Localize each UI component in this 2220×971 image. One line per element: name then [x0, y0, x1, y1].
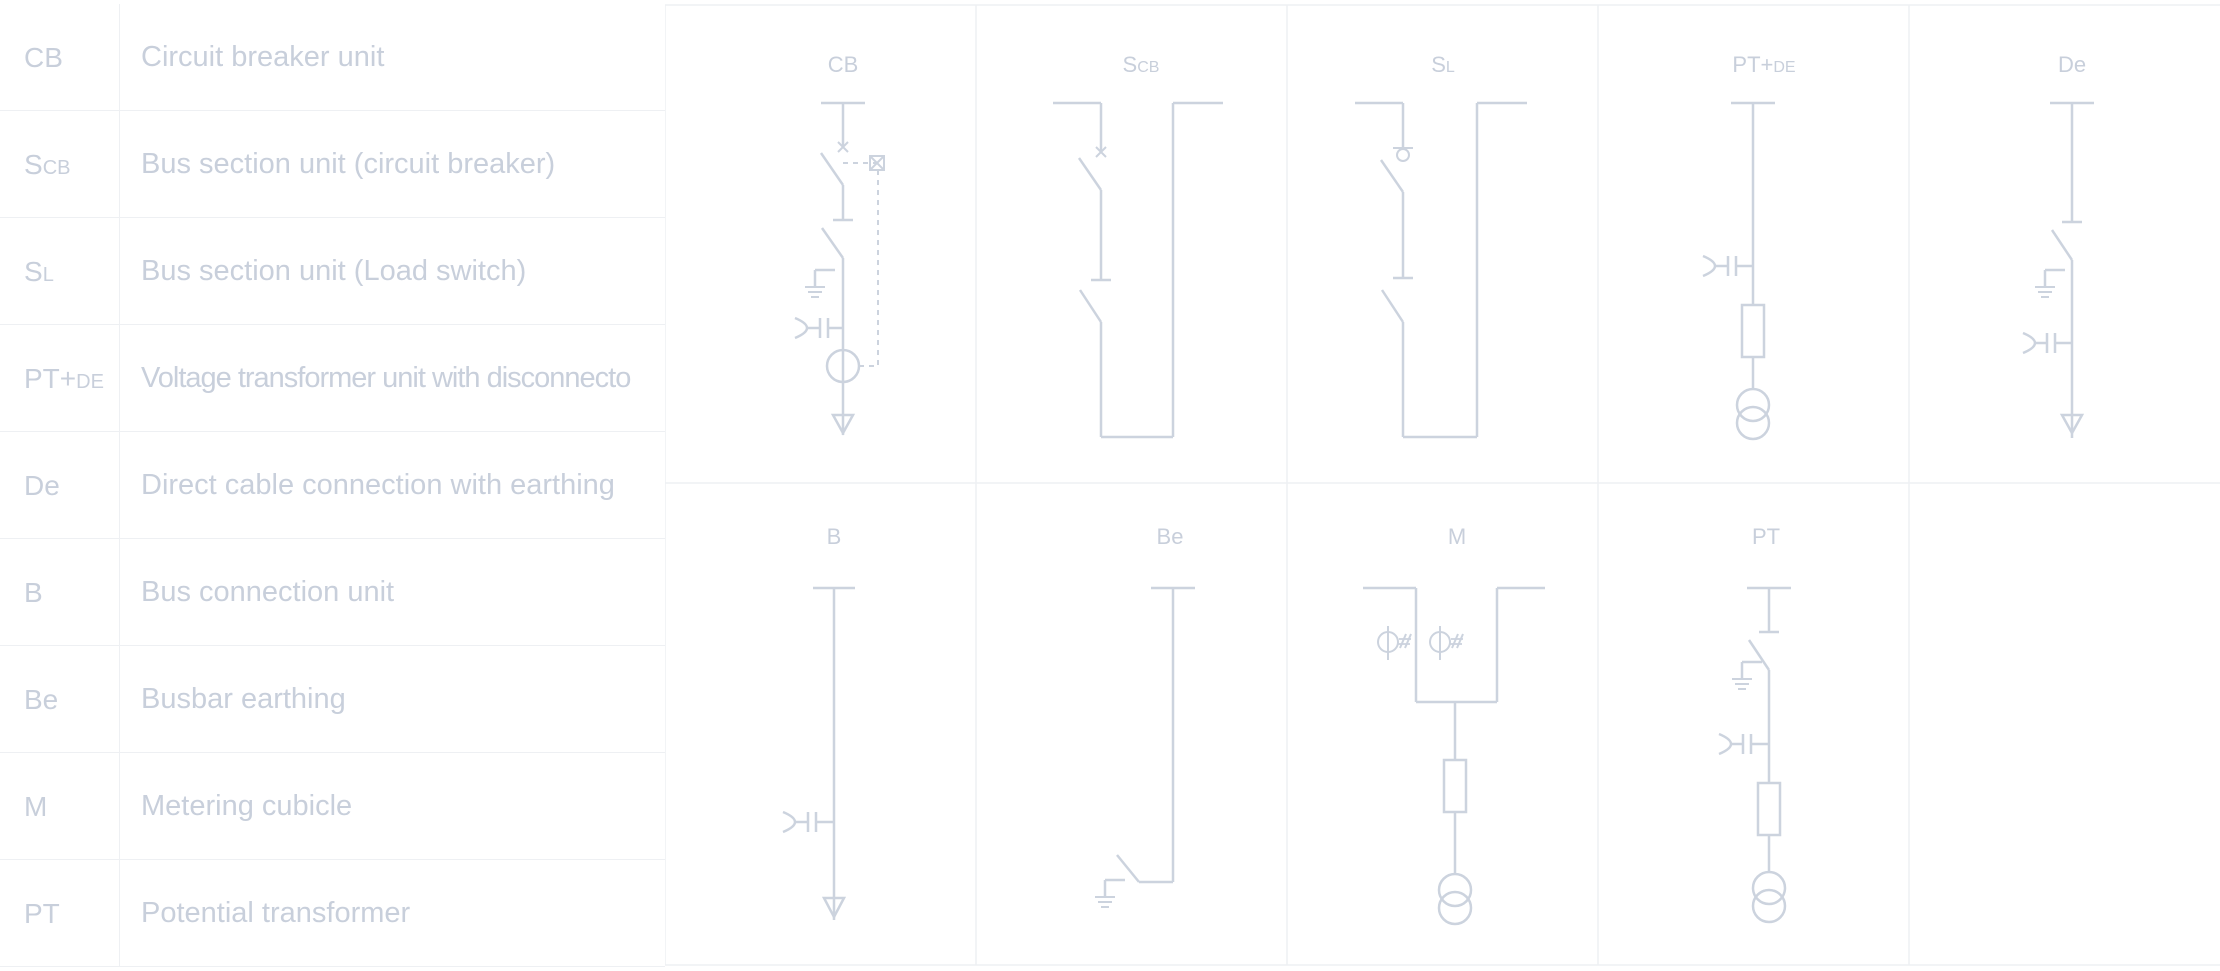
- legend-row: CB Circuit breaker unit: [0, 4, 665, 111]
- legend-description: Busbar earthing: [141, 683, 346, 715]
- legend-code: PT: [0, 860, 120, 967]
- diagram-pt: [1718, 586, 1791, 924]
- grid-lines: [665, 4, 2220, 966]
- legend-code: B: [0, 539, 120, 646]
- diagram-be: [1095, 586, 1195, 908]
- legend-description: Circuit breaker unit: [141, 41, 385, 73]
- diagram-pt-de: [1702, 101, 1775, 441]
- legend-description: Voltage transformer unit with disconnect…: [141, 362, 631, 394]
- diagram-label: M: [1447, 524, 1467, 549]
- diagram-label: B: [826, 524, 842, 549]
- diagram-m: [1363, 586, 1545, 926]
- legend-row: SCB Bus section unit (circuit breaker): [0, 111, 665, 218]
- diagram-cb: [794, 101, 885, 436]
- diagram-scb: [1053, 101, 1223, 439]
- legend-description: Direct cable connection with earthing: [141, 469, 615, 501]
- legend-row: Be Busbar earthing: [0, 646, 665, 753]
- legend-row: B Bus connection unit: [0, 539, 665, 646]
- legend-row: M Metering cubicle: [0, 753, 665, 860]
- legend-description: Metering cubicle: [141, 790, 353, 822]
- diagram-b: [782, 586, 855, 920]
- diagram-de: [2022, 101, 2094, 438]
- diagram-label: SCB: [1122, 52, 1160, 77]
- legend-row: PT+DE Voltage transformer unit with disc…: [0, 325, 665, 432]
- diagram-label: PT: [1751, 524, 1781, 549]
- legend-code: De: [0, 432, 120, 539]
- legend-description: Potential transformer: [141, 897, 411, 929]
- legend-code: SCB: [0, 111, 120, 218]
- legend-row: SL Bus section unit (Load switch): [0, 218, 665, 325]
- legend-description: Bus section unit (circuit breaker): [141, 148, 556, 180]
- legend-row: De Direct cable connection with earthing: [0, 432, 665, 539]
- legend-code: Be: [0, 646, 120, 753]
- legend-code: CB: [0, 4, 120, 111]
- legend-code: M: [0, 753, 120, 860]
- legend-description: Bus section unit (Load switch): [141, 255, 527, 287]
- legend-description: Bus connection unit: [141, 576, 395, 608]
- legend-table: CB Circuit breaker unit SCB Bus section …: [0, 0, 665, 967]
- diagram-label: PT+DE: [1732, 52, 1796, 77]
- diagram-label: CB: [827, 52, 859, 77]
- diagram-label: Be: [1156, 524, 1184, 549]
- diagram-canvas: [665, 4, 2220, 966]
- legend-code: SL: [0, 218, 120, 325]
- diagram-sl: [1355, 101, 1527, 439]
- diagram-label: De: [2057, 52, 2087, 77]
- single-line-diagram-grid: CB SCB SL PT+DE De B Be M PT: [665, 0, 2220, 967]
- diagram-label: SL: [1431, 52, 1455, 77]
- legend-row: PT Potential transformer: [0, 860, 665, 967]
- legend-code: PT+DE: [0, 325, 120, 432]
